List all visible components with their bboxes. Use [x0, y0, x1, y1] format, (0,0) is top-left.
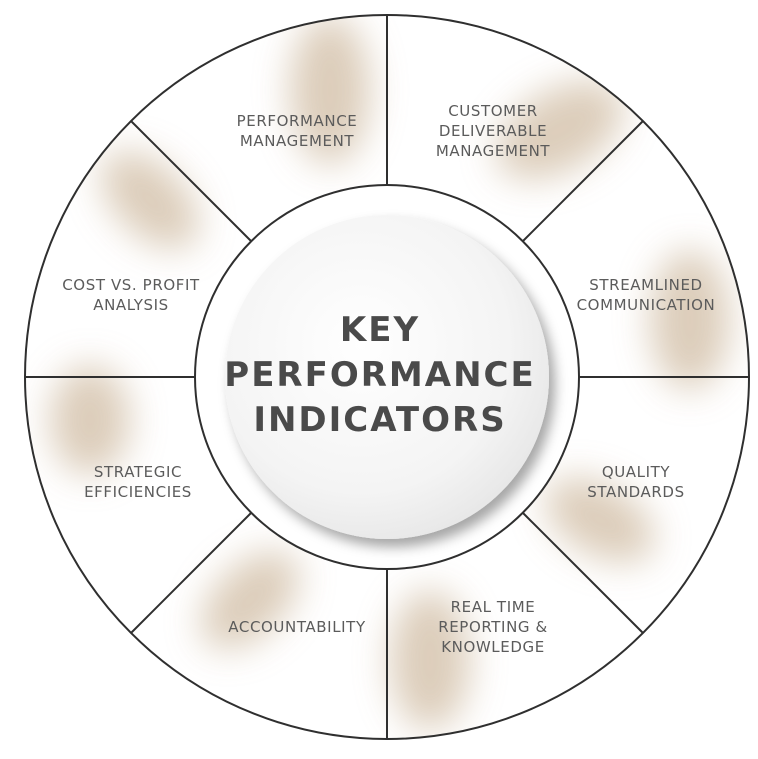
segment-shading: [50, 15, 730, 730]
segment-label-accountability: ACCOUNTABILITY: [228, 618, 366, 636]
segment-dividers: [25, 15, 749, 739]
segment-label-customer-deliverable-management: CUSTOMER DELIVERABLE MANAGEMENT: [435, 102, 551, 160]
segment-label-strategic-efficiencies: STRATEGIC EFFICIENCIES: [84, 463, 192, 501]
segment-label-cost-vs-profit-analysis: COST VS. PROFIT ANALYSIS: [62, 276, 200, 314]
segment-label-real-time-reporting-knowledge: REAL TIME REPORTING & KNOWLEDGE: [438, 598, 548, 656]
center-disc: [225, 215, 549, 539]
segment-label-performance-management: PERFORMANCE MANAGEMENT: [236, 112, 358, 150]
center-title: KEY PERFORMANCE INDICATORS: [224, 310, 536, 440]
segment-label-streamlined-communication: STREAMLINED COMMUNICATION: [576, 276, 716, 314]
segment-label-quality-standards: QUALITY STANDARDS: [587, 463, 685, 501]
